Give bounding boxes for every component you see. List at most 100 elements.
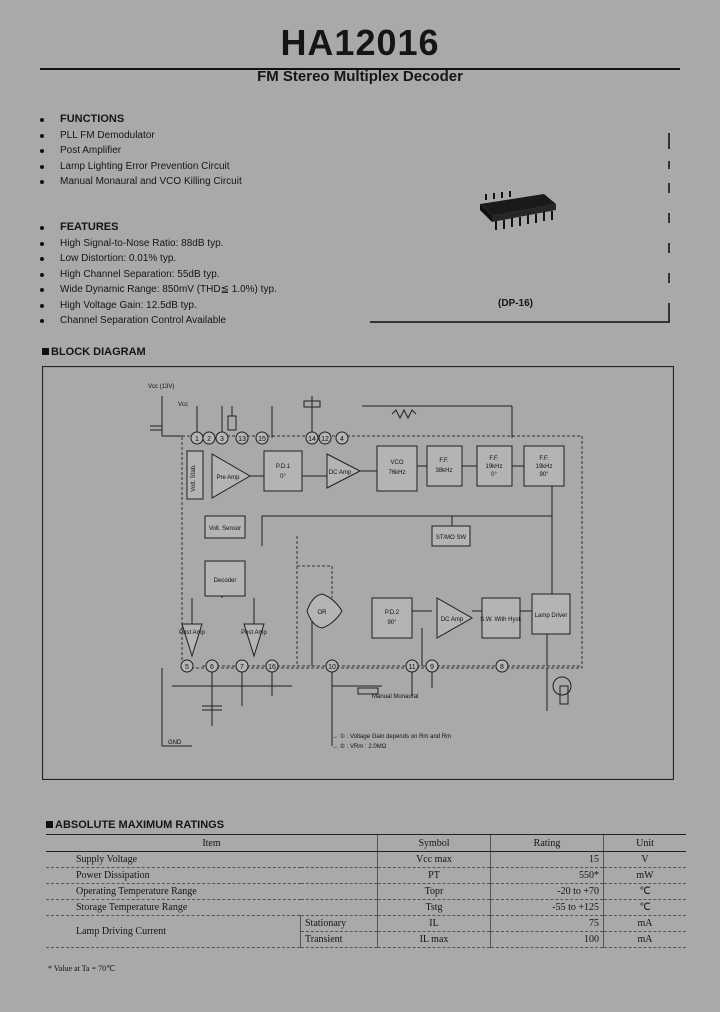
ff3-freq-label: 19kHz: [535, 464, 552, 470]
ff1-freq-label: 38kHz: [435, 468, 452, 474]
pin-label: 2: [207, 436, 211, 443]
dip16-package-image: [480, 191, 556, 230]
cell-item: Storage Temperature Range: [46, 899, 378, 916]
ff2-freq-label: 19kHz: [485, 464, 502, 470]
pin-label: 8: [500, 664, 504, 671]
dc-amp1-label: DC Amp: [329, 470, 352, 476]
part-number-title: HA12016: [280, 22, 440, 63]
feature-item: High Voltage Gain: 12.5dB typ.: [40, 298, 277, 314]
pin-markers: [180, 431, 509, 673]
post-amp-right-label: Post Amp: [241, 630, 267, 636]
ff3-label: F.F.: [539, 456, 549, 462]
cell-symbol: Vcc max: [377, 851, 491, 868]
table-row: Lamp Driving Current Stationary IL 75 mA: [46, 915, 686, 948]
ratings-footnote: * Value at Ta = 70℃: [48, 964, 116, 973]
table-row: Storage Temperature Range Tstg -55 to +1…: [46, 899, 686, 916]
volt-stab-label: Volt. Stab.: [191, 464, 197, 492]
page-subtitle: FM Stereo Multiplex Decoder: [257, 68, 463, 85]
cell-rating: -55 to +125: [490, 899, 604, 916]
cell-symbol: Topr: [377, 883, 491, 900]
pd2-label: P.D.2: [385, 610, 400, 616]
vcc-supply-label: Vcc (13V): [148, 384, 174, 390]
ff2-label: F.F.: [489, 456, 499, 462]
title-rule: [40, 68, 680, 70]
post-amp-left-label: Post Amp: [179, 630, 205, 636]
cell-unit: ℃: [603, 899, 686, 916]
functions-heading: FUNCTIONS: [40, 112, 242, 128]
function-item: Manual Monaural and VCO Killing Circuit: [40, 174, 242, 190]
pin-label: 3: [220, 436, 224, 443]
pin-label: 13: [238, 436, 246, 443]
pin-label: 14: [308, 436, 316, 443]
cell-rating: 15: [490, 851, 604, 868]
volt-sensor-label: Volt. Sensor: [209, 526, 241, 532]
square-bullet-icon: [42, 348, 49, 355]
lamp-driver-label: Lamp Driver: [535, 613, 568, 619]
pin-label: 11: [408, 664, 415, 671]
pre-amp-label: Pre Amp: [216, 475, 240, 481]
block-diagram: 1 2 3 13 15 14 12 4 5 6 7 16 10 11 9 8: [42, 366, 674, 780]
cell-rating: 100: [490, 931, 604, 948]
table-row: Supply Voltage Vcc max 15 V: [46, 851, 686, 868]
function-item: Lamp Lighting Error Prevention Circuit: [40, 159, 242, 175]
sw-hyst-label: S.W. With Hyst.: [480, 617, 522, 623]
cell-rating: 75: [490, 915, 604, 932]
column-header-symbol: Symbol: [377, 834, 491, 852]
cell-item: Operating Temperature Range: [46, 883, 378, 900]
pin-label: 6: [210, 664, 214, 671]
external-components-icon: [150, 400, 572, 711]
vrm-note: → ② : VRm : 2.0MΩ: [332, 743, 387, 750]
package-label: (DP-16): [498, 298, 534, 309]
feature-item: Low Distortion: 0.01% typ.: [40, 251, 277, 267]
manual-mono-label: Manual Monaural: [372, 694, 418, 700]
package-box: [370, 133, 670, 323]
function-item: Post Amplifier: [40, 143, 242, 159]
cell-item: Lamp Driving Current: [46, 915, 301, 948]
feature-item: Channel Separation Control Available: [40, 313, 277, 329]
cell-rating: 550*: [490, 867, 604, 884]
pin-label: 10: [328, 664, 336, 671]
table-header-row: Item Symbol Rating Unit: [46, 834, 686, 852]
dc-amp2-label: DC Amp: [441, 617, 464, 623]
table-row: Power Dissipation PT 550* mW: [46, 867, 686, 884]
cell-unit: ℃: [603, 883, 686, 900]
cell-item: Power Dissipation: [46, 867, 378, 884]
cell-unit: mA: [603, 931, 686, 948]
ratings-heading: ABSOLUTE MAXIMUM RATINGS: [46, 819, 224, 831]
stereo-switch-label: ST/MO SW: [436, 535, 467, 541]
features-heading: FEATURES: [40, 220, 277, 236]
vco-freq-label: 76kHz: [388, 470, 405, 476]
pd1-label: P.D.1: [276, 464, 291, 470]
cell-item: Supply Voltage: [46, 851, 378, 868]
pd1-phase-label: 0°: [280, 474, 286, 480]
pin-label: 16: [268, 664, 276, 671]
square-bullet-icon: [46, 821, 53, 828]
pd2-phase-label: 90°: [387, 620, 397, 626]
pin-label: 5: [185, 664, 189, 671]
ff2-phase-label: 0°: [491, 472, 497, 478]
pin-label: 4: [340, 436, 344, 443]
pin-label: 12: [321, 436, 329, 443]
column-header-rating: Rating: [490, 834, 604, 852]
functions-section: FUNCTIONS PLL FM Demodulator Post Amplif…: [40, 112, 242, 190]
cell-unit: mA: [603, 915, 686, 932]
feature-item: High Signal-to-Nose Ratio: 88dB typ.: [40, 236, 277, 252]
features-section: FEATURES High Signal-to-Nose Ratio: 88dB…: [40, 220, 277, 329]
pin-label: 1: [195, 436, 199, 443]
cell-symbol: IL: [377, 915, 491, 932]
table-row: Operating Temperature Range Topr -20 to …: [46, 883, 686, 900]
pin-label: 7: [240, 664, 244, 671]
vco-label: VCO: [390, 460, 403, 466]
function-item: PLL FM Demodulator: [40, 128, 242, 144]
decoder-label: Decoder: [214, 578, 237, 584]
cell-symbol: IL max: [377, 931, 491, 948]
column-header-unit: Unit: [603, 834, 686, 852]
feature-item: High Channel Separation: 55dB typ.: [40, 267, 277, 283]
ratings-heading-text: ABSOLUTE MAXIMUM RATINGS: [55, 819, 225, 831]
voltage-gain-note: → ① : Voltage Gain depends on Rm and Rm: [332, 733, 451, 740]
cell-symbol: Tstg: [377, 899, 491, 916]
pin-label: 9: [430, 664, 434, 671]
block-diagram-heading-text: BLOCK DIAGRAM: [51, 346, 146, 358]
gnd-label: GND: [168, 740, 182, 746]
or-gate-label: OR: [318, 610, 328, 616]
